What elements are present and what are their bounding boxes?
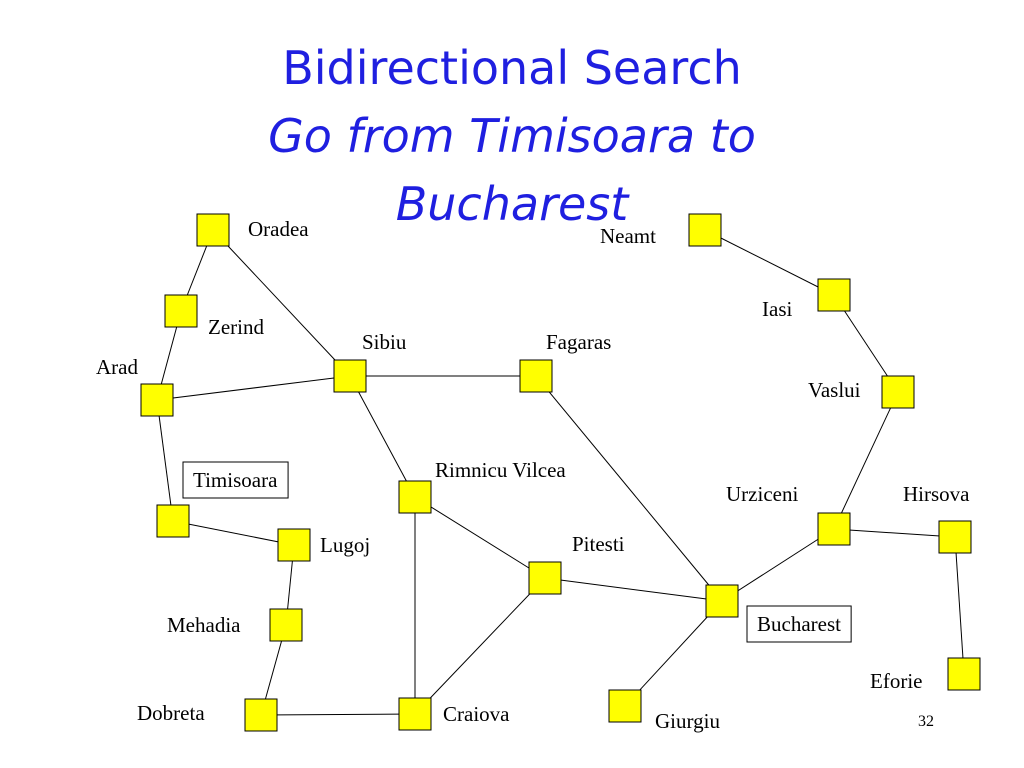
graph-nodes [140, 213, 981, 732]
node-lugoj [277, 528, 311, 562]
edge-hirsova-eforie [954, 536, 965, 675]
edge-arad-timisoara [156, 399, 174, 522]
edge-sibiu-rimnicu [349, 375, 416, 498]
label-vaslui: Vaslui [808, 378, 861, 402]
slide-title: Bidirectional Search Go from Timisoara t… [0, 34, 1024, 238]
edge-iasi-neamt [704, 229, 835, 296]
node-arad [140, 383, 174, 417]
label-sibiu: Sibiu [362, 330, 407, 354]
label-bucharest: Bucharest [757, 612, 841, 636]
label-giurgiu: Giurgiu [655, 709, 720, 733]
node-vaslui [881, 375, 915, 409]
node-pitesti [528, 561, 562, 595]
label-box-timisoara [182, 461, 289, 499]
label-oradea: Oradea [248, 217, 309, 241]
label-arad: Arad [96, 355, 138, 379]
edge-urziceni-hirsova [833, 528, 956, 538]
node-oradea [196, 213, 230, 247]
node-sibiu [333, 359, 367, 393]
edge-rimnicu-pitesti [414, 496, 546, 579]
edge-bucharest-urziceni [721, 528, 835, 602]
title-line-3: Bucharest [395, 177, 629, 231]
node-mehadia [269, 608, 303, 642]
label-dobreta: Dobreta [137, 701, 205, 725]
node-fagaras [519, 359, 553, 393]
node-iasi [817, 278, 851, 312]
edge-craiova-pitesti [414, 577, 546, 715]
edge-urziceni-vaslui [833, 391, 899, 530]
node-eforie [947, 657, 981, 691]
label-neamt: Neamt [600, 224, 656, 248]
node-urziceni [817, 512, 851, 546]
edge-arad-sibiu [156, 375, 351, 401]
node-giurgiu [608, 689, 642, 723]
edge-pitesti-bucharest [544, 577, 723, 602]
title-line-1: Bidirectional Search [282, 41, 742, 95]
label-zerind: Zerind [208, 315, 264, 339]
node-hirsova [938, 520, 972, 554]
label-craiova: Craiova [443, 702, 510, 726]
label-pitesti: Pitesti [572, 532, 625, 556]
label-lugoj: Lugoj [320, 533, 370, 557]
label-urziceni: Urziceni [726, 482, 798, 506]
label-iasi: Iasi [762, 297, 792, 321]
label-timisoara: Timisoara [193, 468, 278, 492]
label-mehadia: Mehadia [167, 613, 241, 637]
edge-fagaras-bucharest [535, 375, 723, 602]
label-hirsova: Hirsova [903, 482, 970, 506]
label-eforie: Eforie [870, 669, 922, 693]
edge-bucharest-giurgiu [624, 600, 723, 707]
node-neamt [688, 213, 722, 247]
node-craiova [398, 697, 432, 731]
node-zerind [164, 294, 198, 328]
node-timisoara [156, 504, 190, 538]
slide-number: 32 [918, 713, 934, 730]
edge-timisoara-lugoj [172, 520, 295, 546]
label-rimnicu: Rimnicu Vilcea [435, 458, 566, 482]
node-bucharest [705, 584, 739, 618]
node-dobreta [244, 698, 278, 732]
edge-oradea-sibiu [212, 229, 351, 377]
node-rimnicu [398, 480, 432, 514]
title-line-2: Go from Timisoara to [268, 109, 756, 163]
label-fagaras: Fagaras [546, 330, 611, 354]
label-box-bucharest [746, 605, 852, 643]
graph-labels: OradeaZerindAradTimisoaraLugojMehadiaDob… [96, 217, 970, 733]
edge-dobreta-craiova [260, 713, 416, 716]
